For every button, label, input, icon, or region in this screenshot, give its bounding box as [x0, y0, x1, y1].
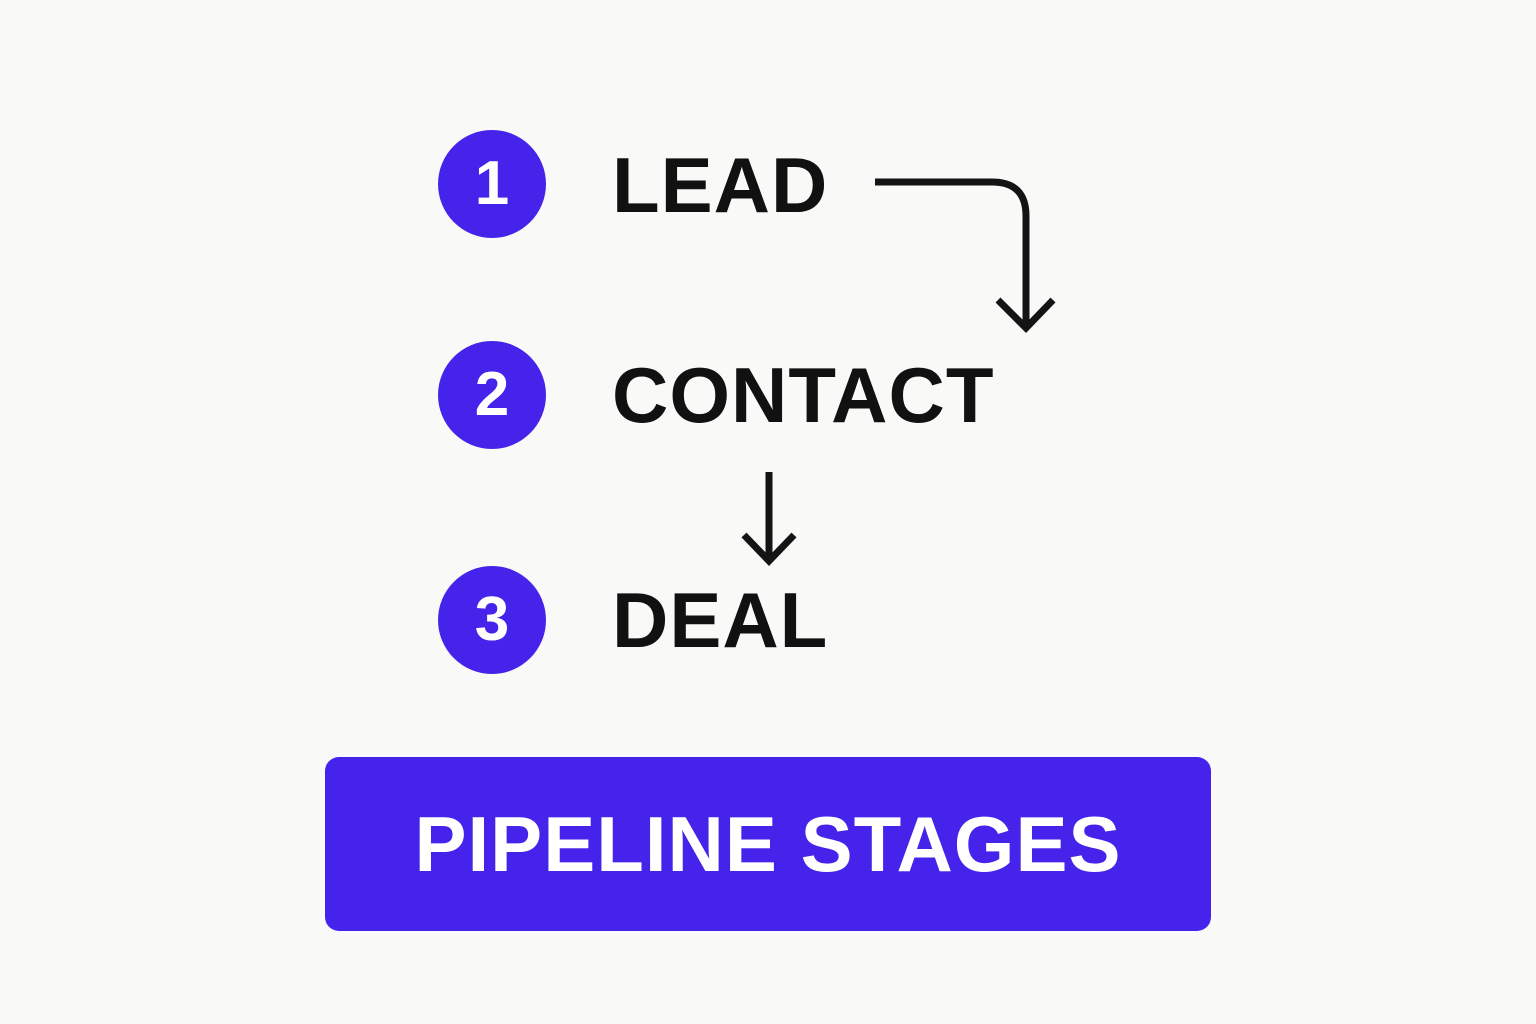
stage-1-label: LEAD	[612, 141, 829, 229]
stage-2-label: CONTACT	[612, 351, 995, 439]
title-banner: PIPELINE STAGES	[325, 757, 1211, 931]
lead-to-contact-arrowhead-icon	[995, 297, 1056, 333]
stage-1-number-badge: 1	[438, 130, 546, 238]
diagram-title: PIPELINE STAGES	[414, 799, 1122, 888]
contact-to-deal-arrowhead-icon	[741, 532, 797, 567]
stage-2-number-badge: 2	[438, 341, 546, 449]
stage-3-number-badge: 3	[438, 566, 546, 674]
lead-to-contact-arrow-icon	[875, 178, 1030, 326]
stage-3-label: DEAL	[612, 576, 829, 664]
